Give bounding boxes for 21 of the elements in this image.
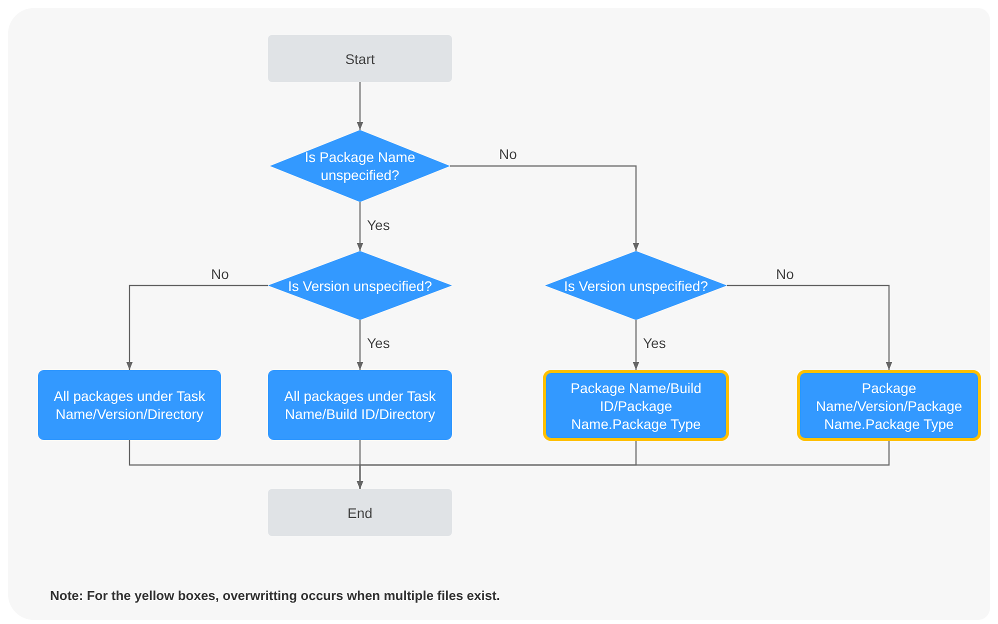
- arrow: [126, 284, 268, 370]
- arrow: [450, 165, 640, 251]
- terminal-box: End: [268, 489, 452, 536]
- edge-label: Yes: [642, 335, 667, 351]
- process-box: All packages under Task Name/Build ID/Directory: [268, 370, 452, 440]
- arrow: [727, 284, 892, 370]
- process-box: Package Name/Version/Package Name.Package Type: [797, 370, 981, 441]
- arrow: [356, 320, 364, 370]
- decision-diamond: Is Package Name unspecified?: [270, 130, 450, 202]
- process-box: Package Name/Build ID/Package Name.Package Type: [543, 370, 729, 441]
- arrow: [356, 82, 364, 130]
- edge-label: No: [498, 146, 518, 162]
- arrow: [356, 202, 364, 251]
- decision-diamond: Is Version unspecified?: [268, 251, 452, 320]
- arrow: [356, 441, 890, 489]
- note-text: Note: For the yellow boxes, overwritting occurs when multiple files exist.: [50, 588, 500, 603]
- arrow: [632, 320, 640, 370]
- edge-label: Yes: [366, 335, 391, 351]
- decision-diamond: Is Version unspecified?: [545, 251, 727, 320]
- terminal-box: Start: [268, 35, 452, 82]
- process-box: All packages under Task Name/Version/Directory: [38, 370, 221, 440]
